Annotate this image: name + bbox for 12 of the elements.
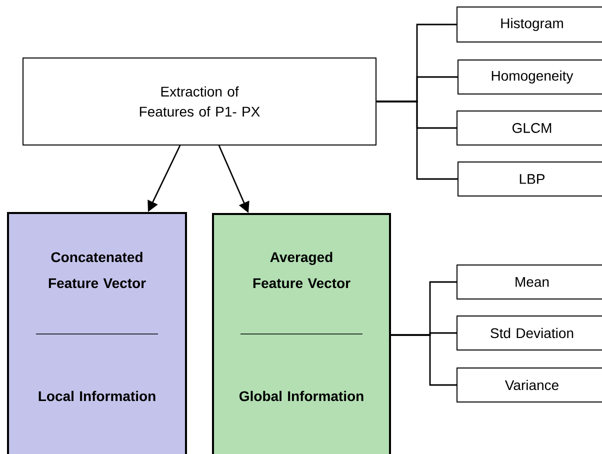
feature-box: Std Deviation — [456, 316, 602, 350]
feature-box: Homogeneity — [458, 60, 602, 94]
feature-vector-box: Averaged Feature Vector Global Information — [212, 213, 391, 454]
feature-box: Histogram — [456, 6, 602, 42]
feature-box: Variance — [456, 368, 602, 402]
feature-box: Mean — [456, 264, 602, 300]
extraction-box: Extraction of Features of P1- PX — [22, 58, 376, 146]
feature-box: GLCM — [456, 110, 602, 146]
connector-line — [376, 100, 458, 180]
feature-vector-box: Concatenated Feature Vector Local Information — [7, 212, 187, 454]
feature-box: LBP — [458, 162, 602, 196]
connector-line — [391, 334, 456, 386]
